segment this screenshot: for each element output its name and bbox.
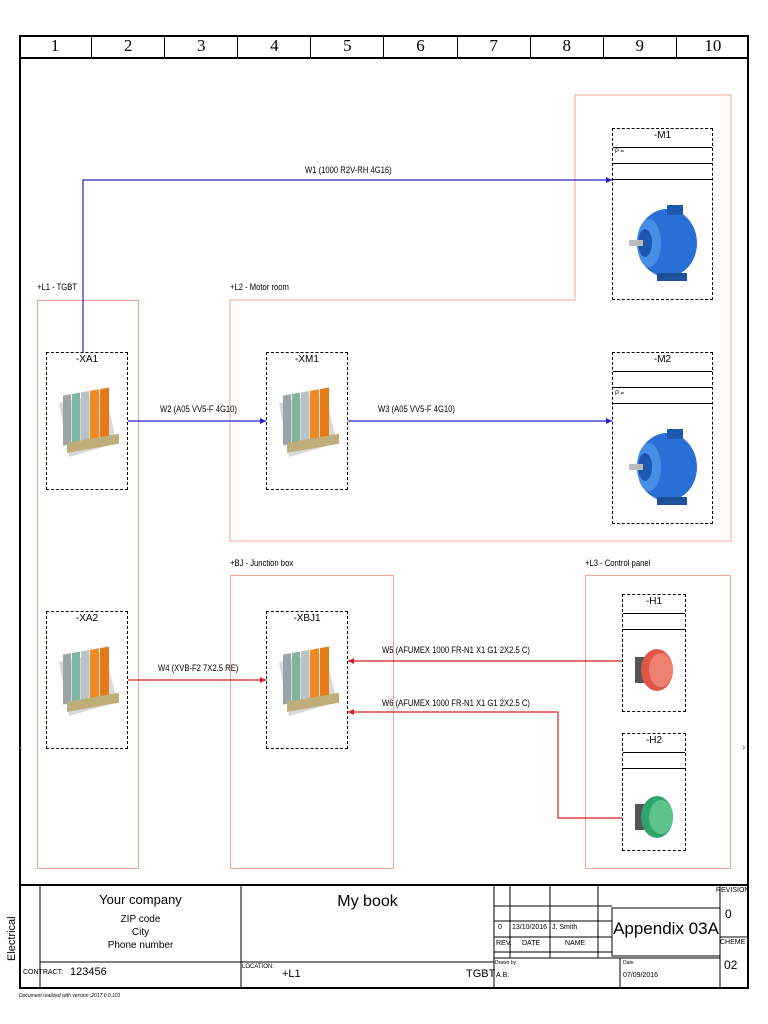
divider [613, 403, 712, 404]
divider [613, 147, 712, 148]
divider [613, 387, 712, 388]
divider [623, 752, 685, 753]
divider [613, 179, 712, 180]
device-xa1[interactable]: -XA1 [46, 352, 128, 490]
company-name: Your company [99, 892, 182, 907]
contract-value: 123456 [70, 966, 107, 978]
device-xm1[interactable]: -XM1 [266, 352, 348, 490]
company-zip: ZIP code [120, 914, 161, 925]
side-label: Electrical [6, 916, 18, 961]
date-header: DATE [522, 940, 541, 947]
name-header: NAME [565, 940, 586, 947]
company-city: City [131, 927, 150, 938]
location-value: +L1 [282, 968, 301, 980]
device-h2[interactable]: -H2 [622, 733, 686, 851]
device-h1[interactable]: -H1 [622, 594, 686, 712]
right-margin-arrow-icon: › [742, 742, 746, 753]
cable-label-w3: W3 (A05 VV5-F 4G10) [378, 404, 455, 414]
motor-icon [629, 429, 697, 505]
divider [623, 629, 685, 630]
rev-value: 0 [498, 924, 502, 931]
zone-l1-tgbt [37, 300, 139, 869]
revision-value: 0 [725, 907, 732, 921]
footer-version-note: Document realized with version :2017.0.0… [19, 993, 121, 999]
device-m1[interactable]: -M1 P = [612, 128, 713, 300]
sheet-title: Appendix 03A [613, 919, 719, 938]
column-number: 9 [604, 35, 677, 57]
device-tag: -H2 [645, 735, 663, 746]
cable-label-w6: W6 (AFUMEX 1000 FR-N1 X1 G1 2X2.5 C) [382, 698, 530, 708]
column-number: 6 [384, 35, 458, 57]
cable-label-w2: W2 (A05 VV5-F 4G10) [160, 404, 237, 414]
location-label: LOCATION: [242, 964, 274, 970]
motor-icon [629, 205, 697, 281]
divider [623, 768, 685, 769]
device-tag: -XA1 [75, 354, 99, 365]
motor-power-field: P = [615, 391, 625, 397]
drawn-by-label: Drawn by [495, 960, 517, 966]
device-tag: -XM1 [295, 354, 319, 365]
column-number: 1 [19, 35, 93, 57]
scheme-value: 02 [724, 958, 738, 972]
zone-l2-label: +L2 - Motor room [230, 282, 289, 292]
date-value: 07/09/2016 [623, 972, 659, 979]
terminal-block-icon [59, 646, 119, 716]
divider [613, 371, 712, 372]
rev-header: REV. [496, 940, 512, 947]
device-tag: -M1 [653, 130, 672, 141]
column-number: 2 [92, 35, 166, 57]
cable-label-w5: W5 (AFUMEX 1000 FR-N1 X1 G1 2X2.5 C) [382, 645, 530, 655]
red-pilot-light-icon [635, 649, 673, 691]
column-number: 5 [311, 35, 385, 57]
zone-bj-label: +BJ - Junction box [230, 558, 294, 568]
terminal-block-icon [59, 387, 119, 457]
company-phone: Phone number [107, 940, 174, 951]
device-xbj1[interactable]: -XBJ1 [266, 611, 348, 749]
zone-l3-label: +L3 - Control panel [585, 558, 651, 568]
column-number: 8 [531, 35, 604, 57]
rev-date: 13/10/2016 [512, 924, 548, 931]
wire-w6 [348, 711, 622, 819]
motor-power-field: P = [615, 149, 625, 155]
column-ruler: 1 2 3 4 5 6 7 8 9 10 [19, 35, 749, 59]
contract-label: CONTRACT: [23, 969, 64, 976]
rev-name: J. Smith [552, 924, 578, 931]
cable-label-w1: W1 (1000 R2V-RH 4G16) [305, 165, 392, 175]
scheme-label: CHEME [720, 939, 746, 946]
column-number: 7 [458, 35, 531, 57]
wire-w1 [82, 179, 612, 352]
green-pilot-light-icon [635, 796, 673, 838]
terminal-block-icon [279, 646, 339, 716]
column-number: 4 [238, 35, 312, 57]
zone-bj-junction-box [230, 575, 394, 869]
zone-l3-control-panel [585, 575, 731, 869]
divider [623, 613, 685, 614]
left-margin-arrow-icon: ‹ [19, 742, 23, 753]
date-label: Date [623, 960, 634, 966]
device-m2[interactable]: -M2 P = [612, 352, 713, 524]
device-tag: -H1 [645, 596, 663, 607]
revision-label: REVISION [716, 887, 750, 894]
location-code: TGBT [466, 968, 496, 980]
terminal-block-icon [279, 387, 339, 457]
divider [613, 163, 712, 164]
device-xa2[interactable]: -XA2 [46, 611, 128, 749]
device-tag: -M2 [653, 354, 672, 365]
drawn-by-value: A.B. [496, 972, 510, 979]
column-number: 10 [704, 36, 722, 55]
device-tag: -XA2 [75, 613, 99, 624]
column-number: 3 [165, 35, 239, 57]
cable-label-w4: W4 (XVB-F2 7X2.5 RE) [158, 663, 239, 673]
zone-l1-label: +L1 - TGBT [37, 282, 78, 292]
device-tag: -XBJ1 [293, 613, 321, 624]
book-title: My book [337, 893, 398, 910]
